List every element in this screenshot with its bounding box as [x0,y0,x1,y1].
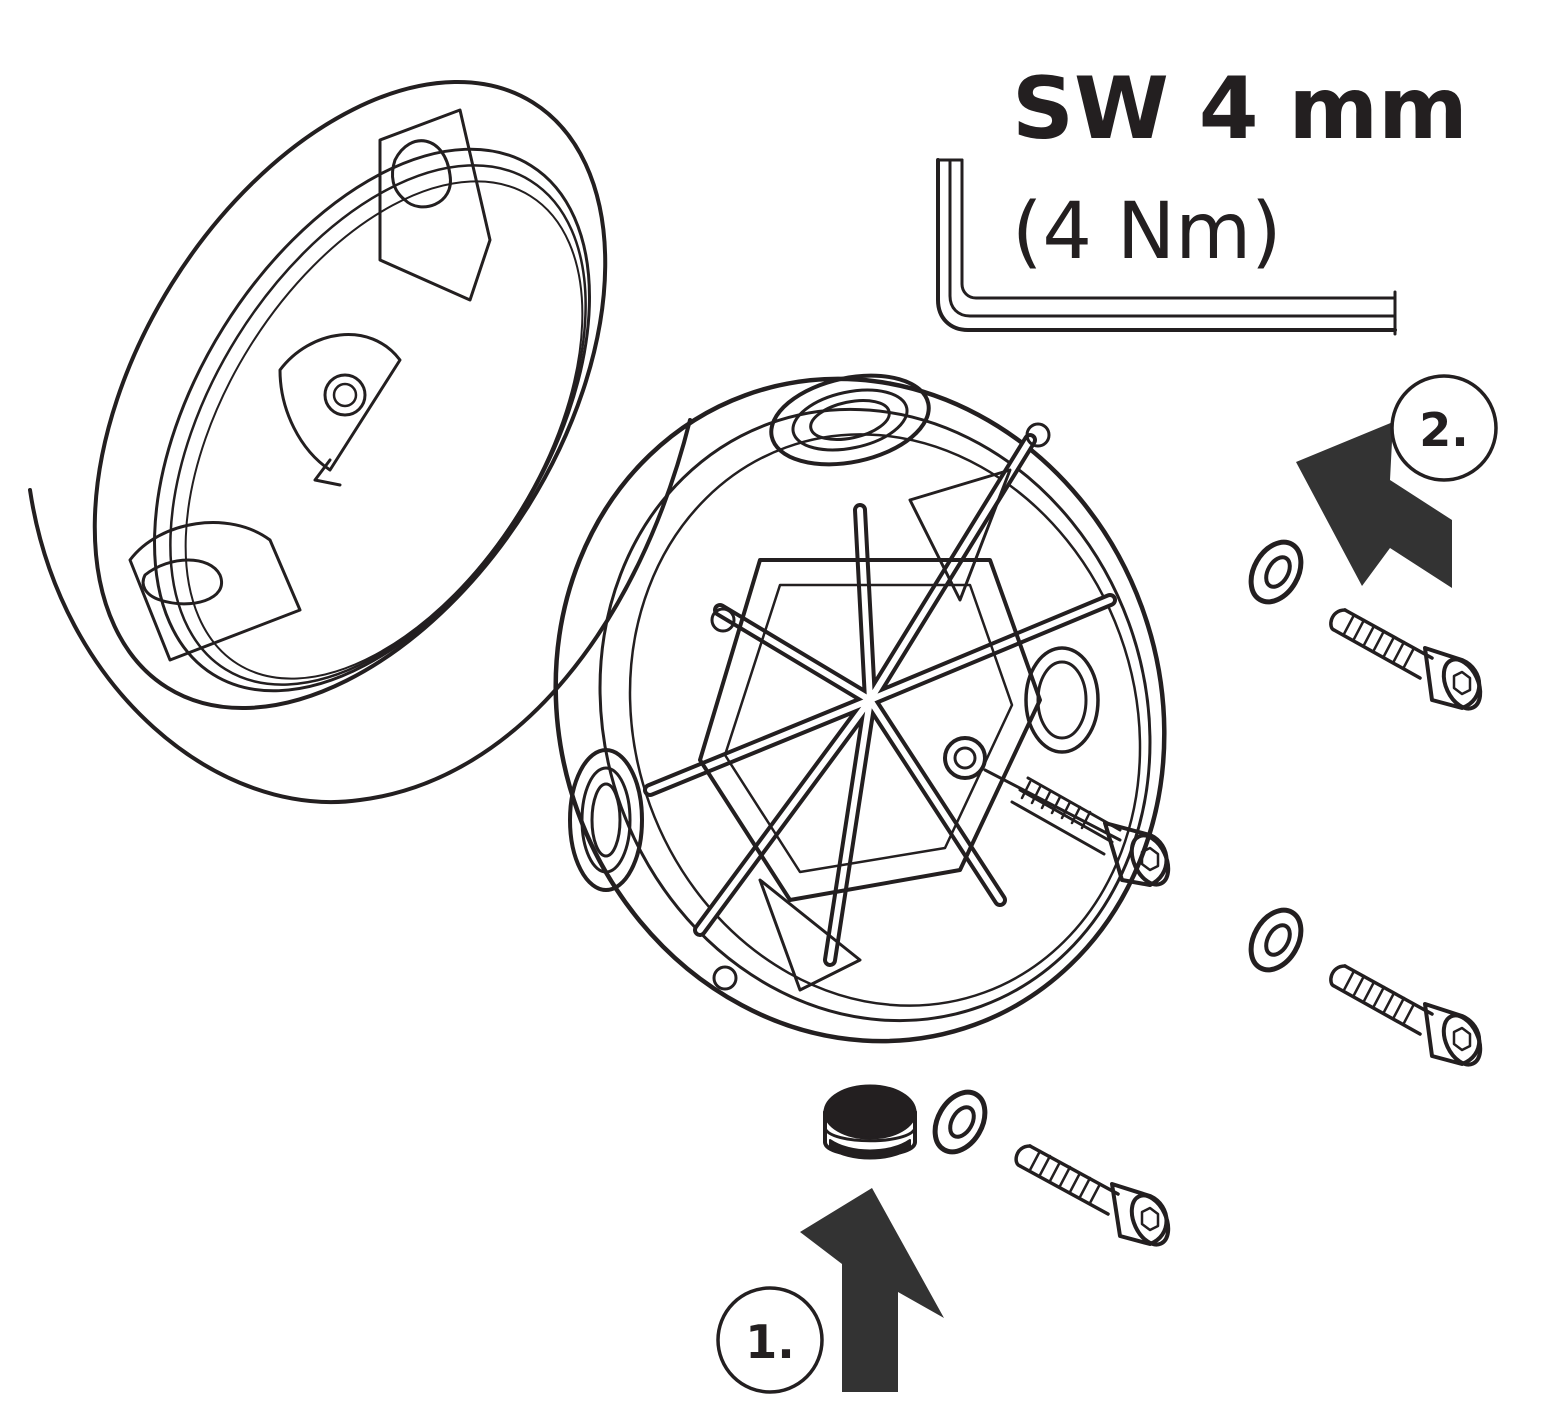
torque-label: (4 Nm) [1012,187,1282,277]
step-label: 1. [745,1315,794,1369]
washer-icon [1248,907,1304,973]
washer-icon [932,1089,988,1155]
wrench-size-label: SW 4 mm [1012,59,1468,159]
washer-icon [1248,539,1304,605]
step-badge-2: 2. [1390,374,1498,482]
insert-direction-arrow [800,1188,944,1392]
socket-head-screw-icon [983,768,1171,887]
insert-direction-arrow [1296,422,1452,588]
oval-plug-icon [823,1084,917,1160]
step-badge-1: 1. [716,1286,824,1394]
socket-head-screw-icon [1329,964,1483,1067]
hex-key-icon [936,158,1397,336]
mounting-base-plate [553,373,1167,1044]
socket-head-screw-icon [1329,608,1483,711]
socket-head-screw-icon [1014,1144,1171,1247]
step-label: 2. [1419,403,1468,457]
mounting-ring [28,79,692,804]
